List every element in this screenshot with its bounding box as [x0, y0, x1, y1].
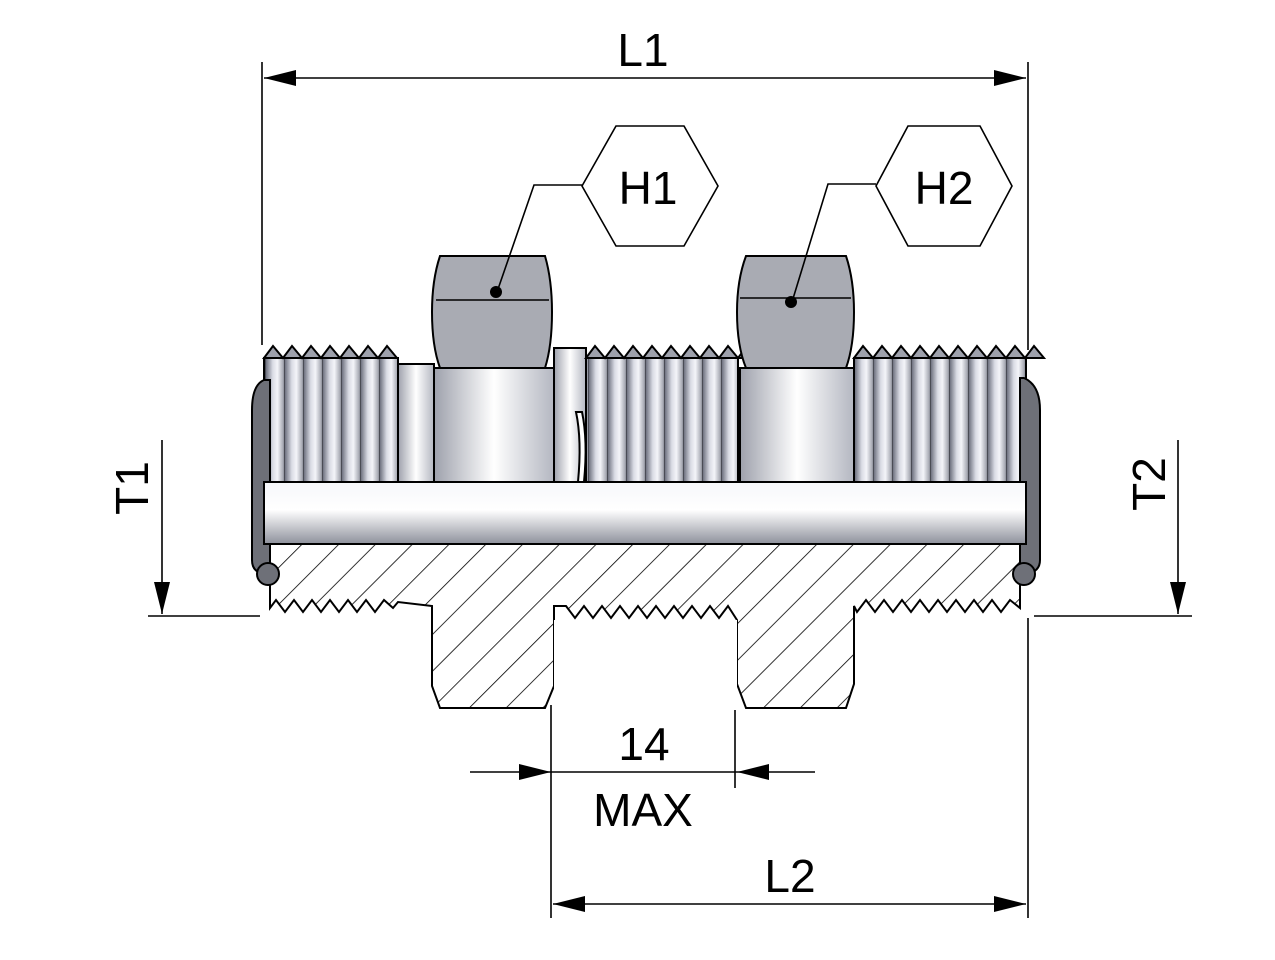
hex-h1 [581, 125, 719, 247]
h1-label: H1 [619, 162, 678, 214]
dimension-t1: T1 [106, 440, 170, 614]
nut-h2 [735, 255, 856, 369]
leader-dot-h2 [785, 296, 797, 308]
h2-label: H2 [915, 162, 974, 214]
nut-h1 [430, 255, 554, 369]
extension-lines [148, 62, 1192, 918]
fitting-section-view [256, 543, 1036, 710]
l2-label: L2 [764, 850, 815, 902]
right-thread [853, 357, 1027, 483]
left-thread-crest [262, 344, 400, 360]
middle-thread-crest [584, 344, 758, 360]
leader-dot-h1 [490, 286, 502, 298]
left-seal-section [256, 562, 280, 586]
dimension-t2: T2 [1123, 440, 1186, 614]
right-seal-section [1012, 562, 1036, 586]
gap-value: 14 [618, 718, 669, 770]
t2-label: T2 [1123, 457, 1175, 511]
center-body [433, 367, 555, 483]
dimension-l2: L2 [553, 850, 1026, 912]
middle-thread [585, 357, 739, 483]
fitting-external-view [251, 255, 1047, 575]
callout-h1: H1 [490, 125, 719, 298]
section-body [269, 543, 1021, 709]
left-thread [263, 357, 399, 483]
t1-label: T1 [106, 461, 158, 515]
hex-h2 [875, 125, 1013, 247]
bore [263, 481, 1027, 545]
gap-note: MAX [593, 784, 693, 836]
right-thread-crest [852, 344, 1047, 360]
left-neck [397, 363, 435, 483]
dimension-gap: 14 MAX [470, 718, 815, 836]
callout-h2: H2 [785, 125, 1013, 308]
dimension-l1: L1 [264, 24, 1026, 86]
l1-label: L1 [617, 24, 668, 76]
